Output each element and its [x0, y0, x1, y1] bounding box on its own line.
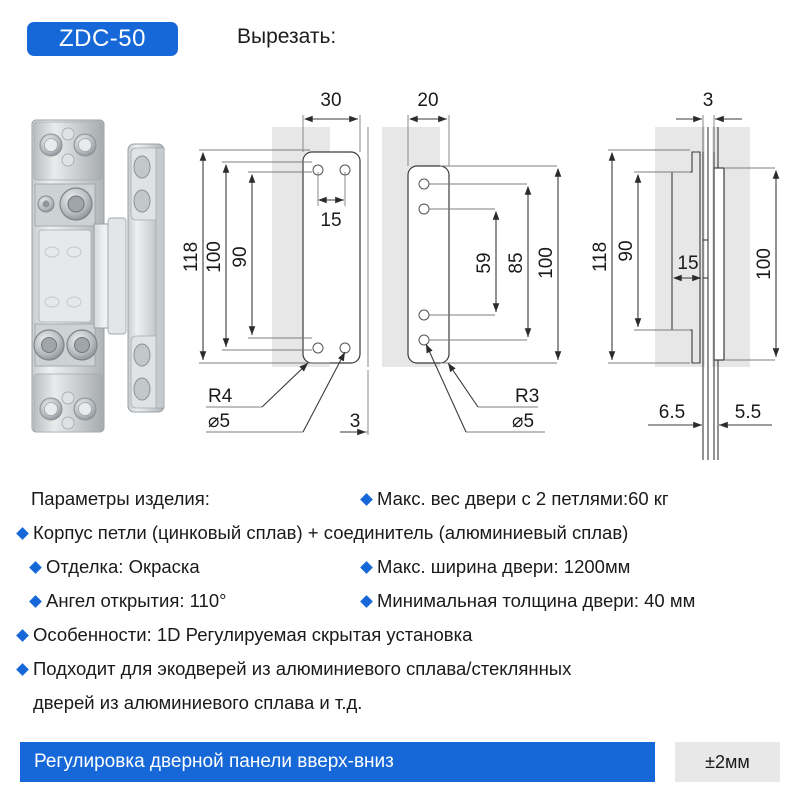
spec-max-door-width: Макс. ширина двери: 1200мм [360, 550, 630, 584]
bullet-diamond-icon [16, 629, 29, 642]
product-photo [22, 112, 197, 442]
spec-application-line2: дверей из алюминиевого сплава и т.д. [33, 692, 363, 713]
spec-opening-angle: Ангел открытия: 110° [29, 584, 227, 618]
dim-R4: R4 [208, 386, 233, 407]
spec-application-line1: Подходит для экодверей из алюминиевого с… [16, 652, 571, 686]
drawing-front-cutout: 30 15 118 100 90 [181, 90, 369, 436]
dim-30: 30 [320, 90, 341, 111]
spec-row: Подходит для экодверей из алюминиевого с… [0, 652, 800, 686]
bullet-diamond-icon [16, 663, 29, 676]
dim-118-p3: 118 [590, 242, 611, 272]
adjustment-label: Регулировка дверной панели вверх-вниз [34, 751, 394, 772]
dim-15-p3: 15 [677, 253, 698, 274]
dim-90-p1: 90 [230, 246, 251, 267]
adjustment-footer: Регулировка дверной панели вверх-вниз ±2… [20, 742, 780, 782]
dim-100-p3: 100 [754, 248, 775, 280]
bullet-diamond-icon [16, 527, 29, 540]
dim-100-p1: 100 [204, 241, 225, 273]
spec-title: Параметры изделия: [31, 488, 210, 509]
spec-row: Параметры изделия: Макс. вес двери с 2 п… [0, 482, 800, 516]
cutout-section-label: Вырезать: [237, 25, 337, 48]
spec-row: Особенности: 1D Регулируемая скрытая уст… [0, 618, 800, 652]
dim-dia5-p2: ⌀5 [512, 411, 534, 432]
specification-list: Параметры изделия: Макс. вес двери с 2 п… [0, 482, 800, 722]
bullet-diamond-icon [29, 595, 42, 608]
technical-drawings: .ln{stroke:#3b3b3b;stroke-width:1.1;fill… [0, 60, 800, 460]
spec-row: Отделка: Окраска Макс. ширина двери: 120… [0, 550, 800, 584]
dim-100-p2: 100 [536, 247, 557, 279]
spec-row: дверей из алюминиевого сплава и т.д. [0, 686, 800, 720]
dim-59: 59 [474, 252, 495, 273]
dim-R3: R3 [515, 386, 539, 407]
spec-min-door-thickness: Минимальная толщина двери: 40 мм [360, 584, 695, 618]
spec-features: Особенности: 1D Регулируемая скрытая уст… [16, 618, 472, 652]
dim-3-p1: 3 [350, 411, 361, 432]
adjustment-label-bar: Регулировка дверной панели вверх-вниз [20, 742, 655, 782]
dim-5-5: 5.5 [735, 402, 761, 423]
dim-20: 20 [417, 90, 438, 111]
spec-finish: Отделка: Окраска [29, 550, 200, 584]
dim-118-p1: 118 [181, 242, 202, 272]
model-badge: ZDC-50 [27, 22, 178, 56]
spec-row: Ангел открытия: 110° Минимальная толщина… [0, 584, 800, 618]
bullet-diamond-icon [360, 493, 373, 506]
drawing-side-cutout: 20 59 85 100 R3 [382, 90, 562, 433]
dim-3-p3: 3 [703, 90, 714, 111]
drawing-section-profile: 3 118 90 15 100 [590, 90, 780, 460]
bullet-diamond-icon [360, 561, 373, 574]
dim-85: 85 [506, 252, 527, 273]
dim-90-p3: 90 [616, 240, 637, 261]
spec-row: Корпус петли (цинковый сплав) + соединит… [0, 516, 800, 550]
bullet-diamond-icon [360, 595, 373, 608]
bullet-diamond-icon [29, 561, 42, 574]
dim-6-5: 6.5 [659, 402, 685, 423]
spec-max-door-weight: Макс. вес двери с 2 петлями:60 кг [360, 482, 669, 516]
model-badge-label: ZDC-50 [58, 25, 146, 52]
dim-15: 15 [320, 210, 341, 231]
dim-dia5-p1: ⌀5 [208, 411, 230, 432]
adjustment-value: ±2мм [675, 742, 780, 782]
spec-material: Корпус петли (цинковый сплав) + соединит… [16, 516, 628, 550]
